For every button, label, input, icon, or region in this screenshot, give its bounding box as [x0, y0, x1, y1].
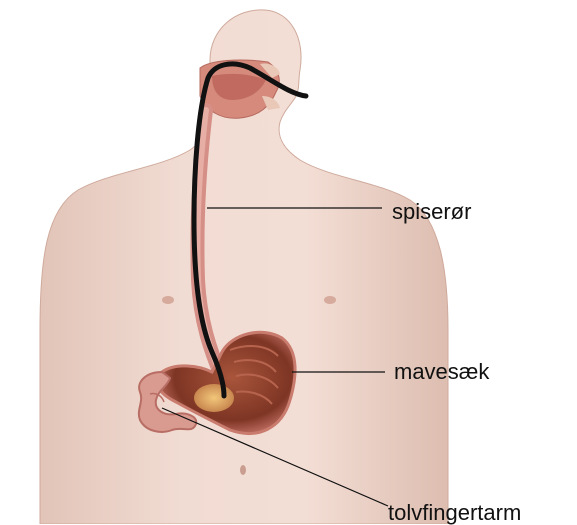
label-stomach: mavesæk — [394, 361, 489, 383]
label-duodenum: tolvfingertarm — [388, 502, 521, 524]
label-esophagus: spiserør — [392, 201, 471, 223]
